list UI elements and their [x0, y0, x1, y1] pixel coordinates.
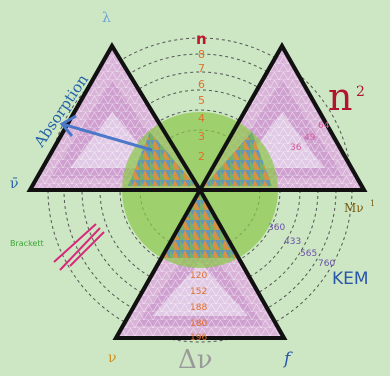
checker-patches [128, 132, 272, 258]
bottom-value: 188 [190, 303, 207, 313]
n-squared-exponent: 2 [356, 84, 365, 100]
bottom-values: 120 152 188 180 196 [190, 271, 207, 343]
shell-number: 6 [198, 78, 205, 91]
kem-value: 433 [284, 237, 301, 247]
bottom-value: 152 [190, 287, 207, 297]
kem-label: KEM [332, 269, 369, 289]
right-value: 64 [318, 121, 330, 131]
lambda-label: λ [102, 10, 111, 26]
right-value: 36 [290, 143, 302, 153]
shell-numbers: 8 7 6 5 4 3 2 [198, 48, 205, 163]
m-nu-exponent: 1 [370, 199, 375, 208]
f-label: f [282, 349, 293, 369]
shell-number: 2 [198, 150, 205, 163]
kem-value: 565 [300, 249, 317, 259]
nu-bar-label: ν̄ [10, 176, 19, 192]
brackett-arrows [53, 223, 105, 271]
kem-values: 360 433 565 760 [268, 223, 335, 269]
right-value: 49 [304, 133, 316, 143]
absorption-arrow [59, 114, 153, 152]
m-nu-label: Mν [344, 201, 364, 215]
kem-value: 760 [318, 259, 335, 269]
bottom-value: 196 [190, 333, 207, 343]
shell-number: 3 [198, 130, 205, 143]
shell-number: 4 [198, 112, 205, 125]
bottom-value: 120 [190, 271, 207, 281]
n-label: n [196, 30, 207, 48]
nu-label: ν [108, 350, 117, 366]
n-squared-label: n [328, 75, 352, 119]
right-values: 64 49 36 [290, 121, 330, 153]
shell-number: 5 [198, 94, 205, 107]
bottom-value: 180 [190, 319, 207, 329]
shell-number: 7 [198, 62, 205, 75]
shell-number: 8 [198, 48, 205, 61]
delta-nu-label: Δν [178, 345, 213, 375]
kem-value: 360 [268, 223, 285, 233]
brackett-label: Brackett [10, 239, 44, 248]
